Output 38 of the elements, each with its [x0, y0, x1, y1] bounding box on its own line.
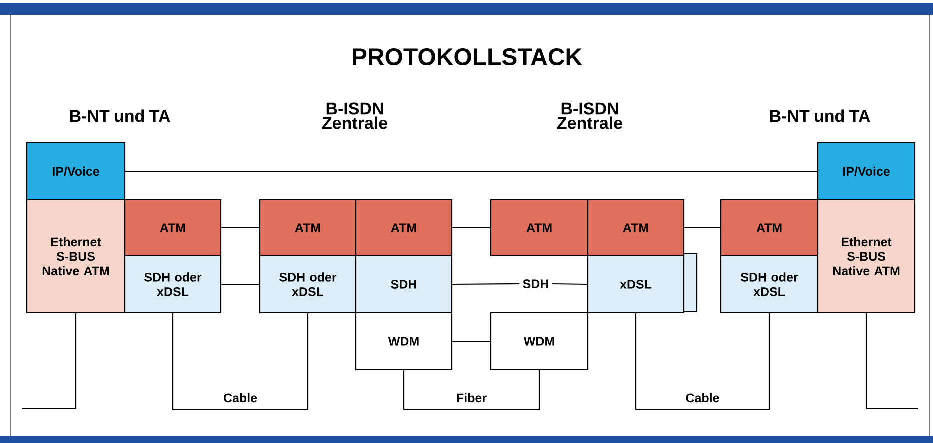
connector-line [452, 283, 520, 286]
connector-line [222, 227, 260, 229]
column-heading: B-NT und TA [770, 110, 870, 122]
edge-label: Fiber [455, 392, 488, 404]
layer-box: SDH [355, 255, 453, 314]
layer-box: IP/Voice [817, 142, 916, 201]
layer-box: SDH oder xDSL [124, 255, 222, 314]
edge-label: Cable [684, 392, 721, 404]
layer-box: Ethernet S-BUS Native ATM [26, 199, 126, 314]
connector-line [403, 370, 540, 410]
layer-box: IP/Voice [26, 142, 126, 201]
column-heading: B-ISDN Zentrale [557, 102, 622, 130]
connector-line [684, 227, 720, 229]
connector-line [635, 314, 770, 410]
connector-line [452, 227, 490, 229]
column-heading: B-ISDN Zentrale [322, 102, 388, 130]
connector-line [452, 340, 490, 342]
layer-box: ATM [355, 199, 453, 257]
layer-box: SDH oder xDSL [720, 255, 819, 314]
layer-box: ATM [259, 199, 357, 257]
connector-line [866, 314, 918, 410]
column-heading: B-NT und TA [70, 110, 170, 122]
diagram-title: PROTOKOLLSTACK [353, 48, 582, 66]
layer-box: WDM [355, 312, 453, 371]
layer-box: ATM [720, 199, 819, 257]
layer-box: ATM [587, 199, 685, 257]
layer-box: WDM [490, 312, 589, 371]
edge-label: Cable [222, 392, 259, 404]
connector-line [222, 284, 260, 286]
connector-line [552, 283, 588, 286]
layer-box: ATM [490, 199, 589, 257]
layer-box: SDH oder xDSL [259, 255, 357, 314]
layer-box: Ethernet S-BUS Native ATM [817, 199, 916, 314]
layer-text: SDH [520, 276, 552, 292]
connector-line [172, 314, 309, 410]
layer-box: ATM [124, 199, 222, 257]
connector-line [126, 170, 818, 172]
connector-line [22, 314, 77, 410]
